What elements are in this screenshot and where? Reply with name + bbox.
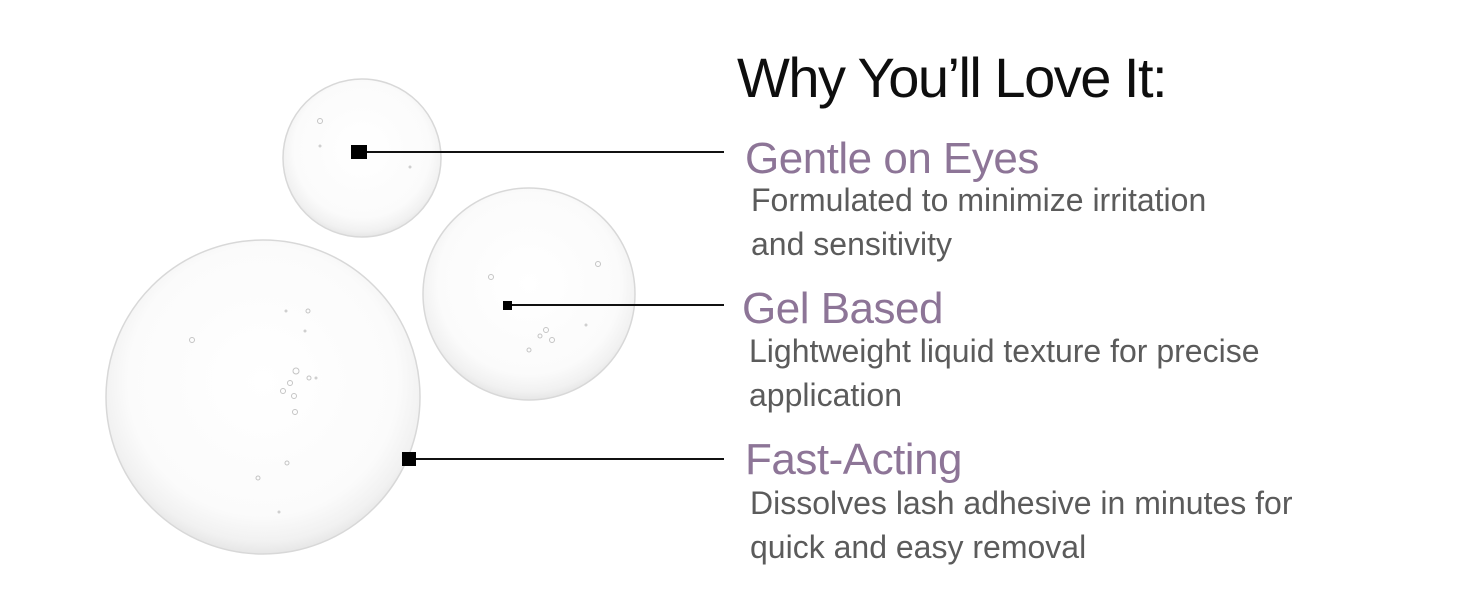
description-line: Lightweight liquid texture for precise	[749, 333, 1260, 369]
feature-description-gentle-on-eyes: Formulated to minimize irritation and se…	[751, 178, 1206, 266]
callout-marker	[503, 301, 512, 310]
description-line: and sensitivity	[751, 226, 952, 262]
description-line: Formulated to minimize irritation	[751, 182, 1207, 218]
description-line: quick and easy removal	[750, 529, 1087, 565]
callout-marker	[402, 452, 416, 466]
feature-heading-fast-acting: Fast-Acting	[745, 435, 963, 484]
feature-description-gel-based: Lightweight liquid texture for precise a…	[749, 329, 1260, 417]
callout-gentle-on-eyes	[351, 145, 724, 159]
callout-gel-based	[503, 301, 724, 310]
feature-heading-gentle-on-eyes: Gentle on Eyes	[745, 134, 1039, 183]
callout-fast-acting	[402, 452, 724, 466]
description-line: application	[749, 377, 902, 413]
gel-drop-medium	[422, 187, 636, 401]
feature-description-fast-acting: Dissolves lash adhesive in minutes for q…	[750, 481, 1292, 569]
feature-heading-gel-based: Gel Based	[742, 284, 943, 333]
gel-drop-large	[105, 239, 421, 555]
description-line: Dissolves lash adhesive in minutes for	[750, 485, 1293, 521]
callout-marker	[351, 145, 367, 159]
section-title: Why You’ll Love It:	[737, 46, 1168, 109]
